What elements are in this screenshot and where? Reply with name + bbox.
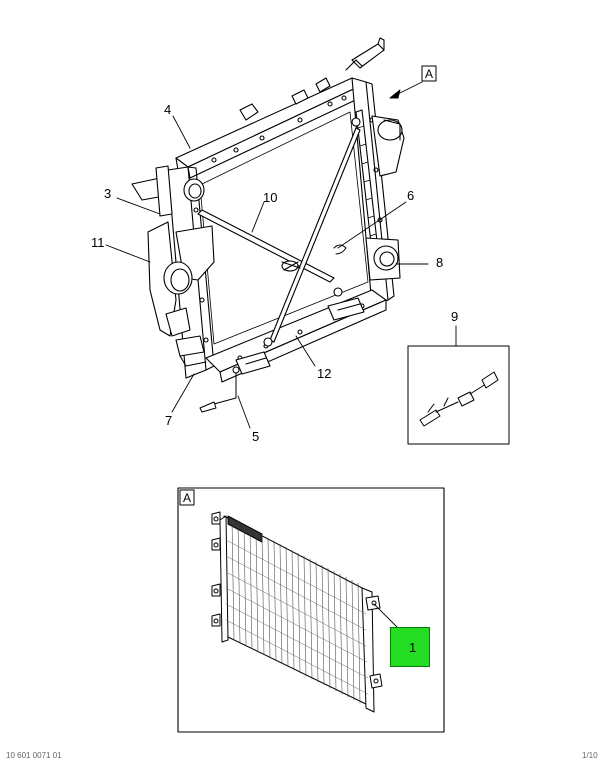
view-label-box-detail	[179, 489, 195, 506]
callout-10[interactable]: 10	[263, 190, 278, 205]
callout-1[interactable]: 1	[409, 640, 417, 655]
callout-8[interactable]: 8	[436, 255, 444, 270]
bottom-feet	[235, 297, 365, 375]
callout-5[interactable]: 5	[252, 429, 260, 444]
detail-view-box	[177, 487, 445, 733]
leader-lines	[105, 81, 457, 429]
left-mount-bracket	[131, 165, 215, 367]
cross-brace-rods	[197, 117, 361, 347]
view-label-box-top	[421, 65, 437, 82]
footer-right: 1/10	[582, 751, 598, 760]
harness-connector	[419, 371, 499, 427]
callout-12[interactable]: 12	[317, 366, 332, 381]
condenser-fins	[231, 519, 361, 704]
clip	[333, 244, 347, 255]
item9-inset-box	[407, 345, 510, 445]
highlight-item-1[interactable]	[390, 627, 430, 667]
callout-9[interactable]: 9	[451, 309, 459, 324]
callout-11[interactable]: 11	[91, 235, 105, 250]
callout-6[interactable]: 6	[407, 188, 415, 203]
footer-left: 10 601 0071 01	[6, 751, 62, 760]
callout-3[interactable]: 3	[104, 186, 112, 201]
condenser-tubes	[225, 539, 369, 695]
condenser-core	[211, 511, 383, 713]
sensor-wire	[199, 366, 240, 413]
view-label-top: A	[425, 67, 434, 81]
callout-7[interactable]: 7	[165, 413, 173, 428]
callout-4[interactable]: 4	[164, 102, 172, 117]
right-mount-bracket	[365, 115, 405, 281]
view-label-detail: A	[183, 491, 192, 505]
